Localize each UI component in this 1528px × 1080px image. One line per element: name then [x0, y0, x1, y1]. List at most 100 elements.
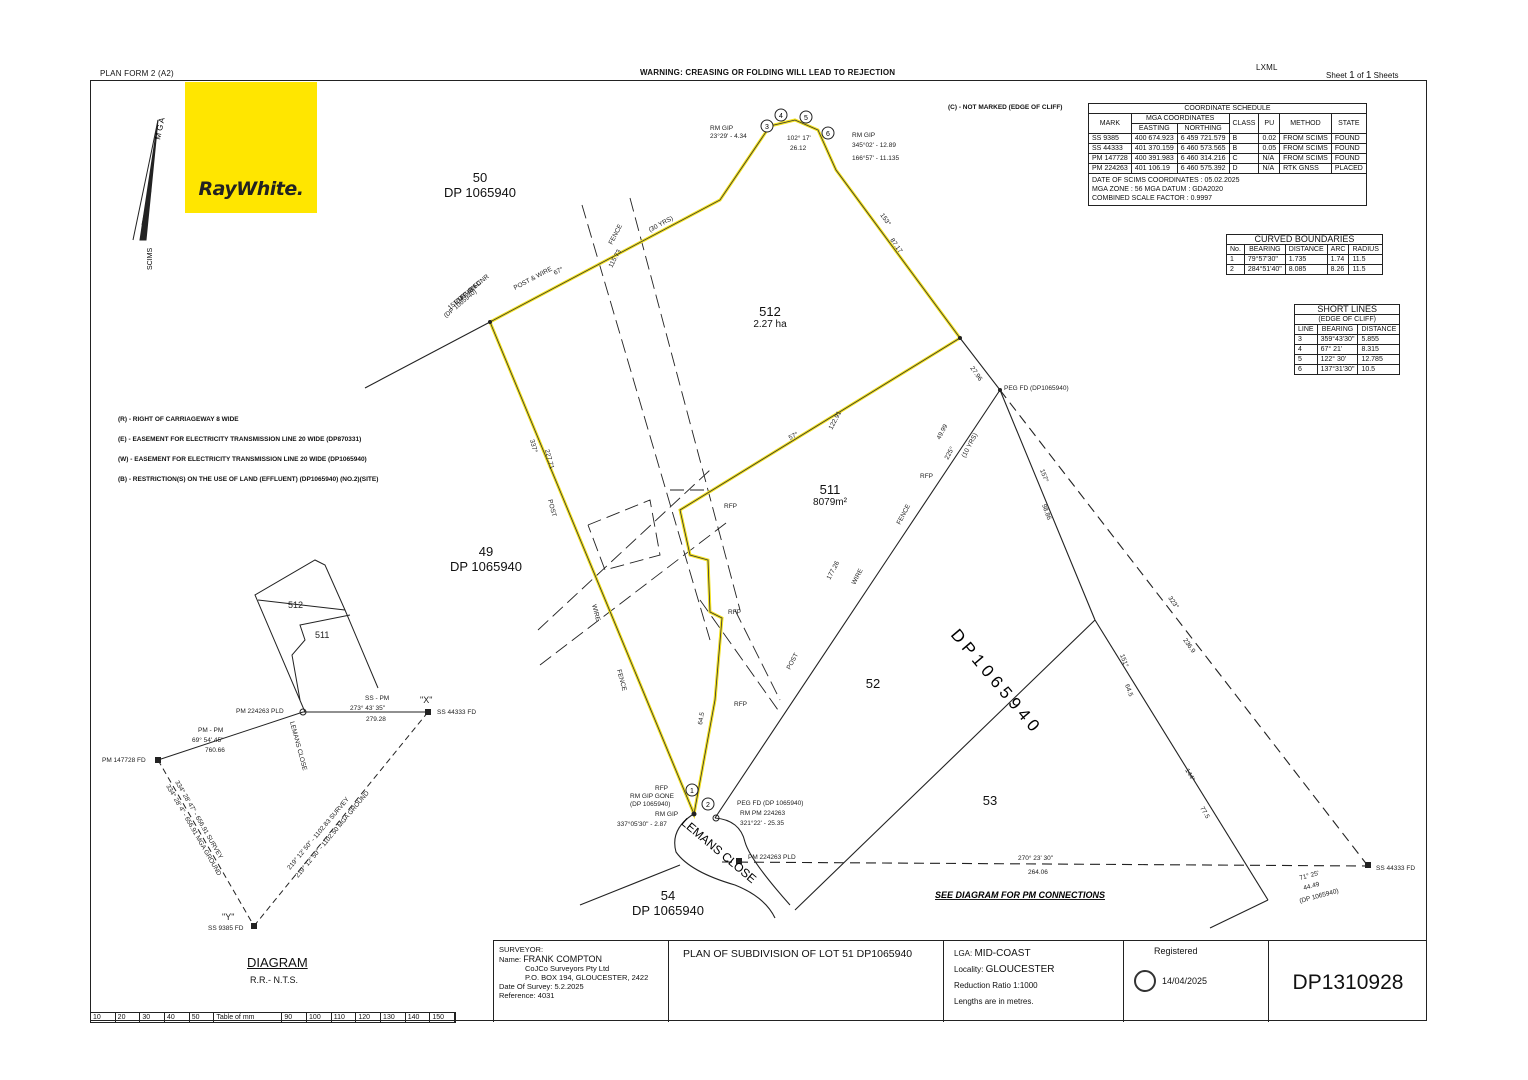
- plan-annotation: (DP 1065940): [630, 801, 670, 808]
- plan-annotation: 157°: [1038, 468, 1050, 484]
- plan-annotation: 64.5: [1123, 683, 1134, 698]
- plan-annotation: 321°22' - 25.35: [740, 819, 784, 827]
- plan-annotation: RFP: [724, 503, 737, 510]
- plan-annotation: 6: [826, 131, 830, 138]
- plan-annotation: PEG FD (DP1065940): [1004, 385, 1069, 392]
- plan-annotation: 334° 28' 4" - 656.91 MGA GROUND: [164, 783, 223, 877]
- plan-annotation: FENCE: [896, 503, 913, 526]
- warning-text: WARNING: CREASING OR FOLDING WILL LEAD T…: [640, 68, 896, 77]
- plan-annotation: WIRE: [851, 567, 865, 586]
- plan-annotation: PM 224263 PLD: [236, 708, 284, 715]
- plan-annotation: SS 44333 FD: [437, 709, 476, 716]
- plan-annotation: 219° 12' 50" - 1102.83 SURVEY: [285, 795, 351, 871]
- legend-item: (R) - RIGHT OF CARRIAGEWAY 8 WIDE: [118, 416, 239, 423]
- title-block: SURVEYOR: Name: FRANK COMPTON CoJCo Surv…: [493, 940, 1427, 1022]
- plan-annotation: 71° 25': [1298, 869, 1319, 882]
- plan-annotation: POST: [546, 499, 557, 518]
- plan-annotation: 102° 17': [787, 134, 811, 142]
- plan-annotation: 98.86: [1040, 503, 1052, 521]
- plan-annotation: RM PM 224263: [740, 810, 786, 817]
- plan-annotation: RFP: [920, 473, 933, 480]
- plan-annotation: WIRE: [590, 604, 601, 623]
- diagram-subtitle: R.R.- N.T.S.: [250, 975, 299, 985]
- plan-annotation: RFP: [728, 609, 741, 616]
- plan-annotation: 760.66: [205, 747, 225, 754]
- plan-form-label: PLAN FORM 2 (A2): [100, 69, 174, 78]
- plan-annotation: 264.06: [1028, 869, 1048, 876]
- plan-annotation: 69° 54' 45": [192, 736, 224, 744]
- plan-annotation: 77.5: [1198, 806, 1211, 821]
- plan-annotation: 236.9: [1181, 637, 1196, 655]
- boundary-lines: [364, 321, 1369, 929]
- plan-annotation: 511: [315, 630, 329, 640]
- plan-annotation: 334° 28' 47" - 656.91 SURVEY: [173, 779, 225, 861]
- plan-annotation: PM 147728 FD: [102, 757, 146, 764]
- plan-annotation: RM GIP: [655, 811, 678, 818]
- plan-annotation: "Y": [222, 912, 234, 922]
- plan-annotation: 153°: [878, 212, 892, 228]
- plan-annotation: POST: [786, 652, 801, 671]
- plan-annotation: RM GIP: [852, 132, 875, 139]
- plan-annotation: 26.12: [790, 145, 807, 152]
- plan-annotation: RM GIP GONE: [630, 793, 675, 800]
- easement-lines: [537, 197, 781, 711]
- registration-cell: Registered 14/04/2025: [1123, 941, 1268, 1022]
- plan-annotation: PM - PM: [198, 727, 223, 734]
- plan-annotation: 177.26: [826, 560, 842, 581]
- plan-annotation: "X": [420, 695, 432, 705]
- plan-annotation: 219° 12' 50" - 1102.50 MGA GROUND: [293, 789, 371, 879]
- legend-item: (E) - EASEMENT FOR ELECTRICITY TRANSMISS…: [118, 436, 362, 443]
- plan-annotation: 337°05'30" - 2.87: [617, 820, 667, 828]
- north-arrow: [132, 119, 159, 241]
- plan-annotation: 4: [779, 113, 783, 120]
- plan-annotation: SS - PM: [365, 695, 389, 702]
- scims-label: SCIMS: [147, 248, 154, 271]
- plan-annotation: 64.5: [697, 711, 706, 725]
- connection-diagram: [157, 559, 429, 927]
- plan-annotation: POST & WIRE: [513, 265, 554, 291]
- cliff-note: (C) - NOT MARKED (EDGE OF CLIFF): [948, 104, 1063, 111]
- plan-annotation: 27.96: [968, 365, 983, 383]
- plan-annotation: 1: [690, 788, 694, 795]
- plan-annotation: LEMANS CLOSE: [288, 721, 308, 772]
- lxml-label: LXML: [1256, 63, 1278, 72]
- sheet-counter: Sheet 1 of 1 Sheets: [1326, 70, 1399, 81]
- surveyor-cell: SURVEYOR: Name: FRANK COMPTON CoJCo Surv…: [493, 941, 668, 1022]
- mga-label: M G A: [153, 116, 167, 140]
- plan-annotation: RFP: [655, 785, 668, 792]
- legend-item: (B) - RESTRICTION(S) ON THE USE OF LAND …: [118, 476, 379, 483]
- plan-annotation: 2: [706, 802, 710, 809]
- plan-annotation: 44.49: [1303, 881, 1321, 892]
- dp-number: DP1310928: [1268, 941, 1427, 1022]
- plan-annotation: 512: [288, 600, 303, 610]
- lot-52-label: 52: [865, 676, 881, 691]
- plan-annotation: 144°: [1183, 767, 1197, 783]
- plan-frame: [90, 80, 1427, 1021]
- plan-annotation: RFP: [734, 701, 747, 708]
- plan-annotation: 3: [765, 124, 769, 131]
- see-diagram-note: SEE DIAGRAM FOR PM CONNECTIONS: [935, 890, 1105, 900]
- plan-annotation: PEG FD (DP 1065940): [737, 800, 803, 807]
- plan-annotation: SS 9385 FD: [208, 925, 244, 932]
- plan-annotation: 270° 23' 30": [1018, 854, 1054, 862]
- plan-annotation: 23°29' - 4.34: [710, 132, 747, 140]
- raywhite-logo: RayWhite.: [185, 82, 317, 213]
- plan-annotation: PM 224263 PLD: [748, 854, 796, 861]
- registration-seal-icon: [1134, 970, 1156, 992]
- plan-title: PLAN OF SUBDIVISION OF LOT 51 DP1065940: [668, 941, 943, 1022]
- plan-annotation: 122.91: [828, 410, 844, 431]
- plan-annotation: RM GIP: [710, 125, 733, 132]
